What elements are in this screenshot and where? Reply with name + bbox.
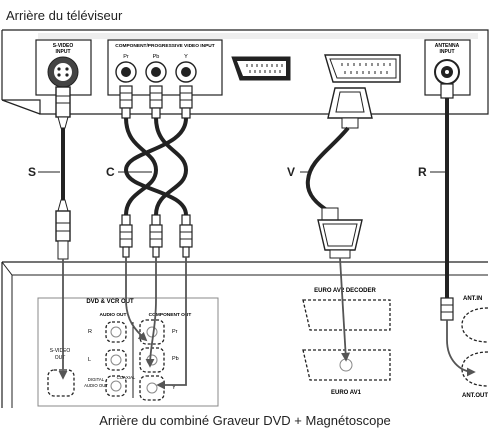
recorder-rear-panel (1, 261, 488, 408)
tv-svideo-label-1: S-VIDEO (53, 43, 74, 49)
coaxial-label: COAXIAL (117, 375, 136, 380)
svg-text:R: R (418, 165, 427, 179)
ant-in-jack[interactable]: ANT.IN (461, 296, 489, 343)
svideo-out-jack[interactable] (47, 369, 75, 397)
svg-text:V: V (287, 165, 295, 179)
tv-y-label: Y (184, 54, 188, 60)
digital-label-2: AUDIO OUT (84, 383, 108, 388)
cable-label-v: V (287, 165, 310, 179)
tv-component-label: COMPONENT/PROGRESSIVE VIDEO INPUT (115, 43, 214, 49)
recorder-l-label: L (88, 357, 91, 363)
tv-component-input-group: COMPONENT/PROGRESSIVE VIDEO INPUT Pr Pb … (107, 39, 223, 96)
component-out-label: COMPONENT OUT (149, 312, 192, 318)
recorder-pb-label: Pb (172, 356, 179, 362)
component-y-jack[interactable] (139, 375, 165, 401)
svg-text:S: S (28, 165, 36, 179)
cable-label-c: C (106, 165, 152, 179)
euro-av2-label: EURO AV2 DECODER (314, 288, 376, 294)
tv-pr-jack[interactable]: Pr (115, 54, 137, 83)
recorder-y-label: Y (172, 385, 176, 391)
tv-antenna-label-1: ANTENNA (435, 43, 460, 49)
antenna-cable (440, 83, 454, 321)
tv-rear-title: Arrière du téléviseur (6, 8, 123, 23)
recorder-rear-caption: Arrière du combiné Graveur DVD + Magnéto… (99, 413, 391, 428)
tv-pr-label: Pr (123, 54, 129, 60)
audio-r-jack[interactable] (105, 321, 127, 343)
component-cable (119, 85, 193, 258)
euro-av2-decoder-socket[interactable]: EURO AV2 DECODER (302, 288, 391, 331)
tv-pb-label: Pb (153, 54, 160, 60)
tv-y-jack[interactable]: Y (175, 54, 197, 83)
cable-label-r: R (418, 165, 445, 179)
component-connection-arrows (58, 257, 187, 390)
tv-scart-1[interactable] (231, 56, 291, 81)
ant-out-label: ANT.OUT (462, 393, 488, 399)
ant-out-jack[interactable]: ANT.OUT (461, 351, 488, 399)
coaxial-jack[interactable] (105, 375, 127, 397)
recorder-pr-label: Pr (172, 329, 178, 335)
tv-svideo-label-2: INPUT (56, 49, 71, 55)
dvd-vcr-out-header: DVD & VCR OUT (86, 299, 134, 305)
scart-cable (305, 87, 373, 259)
svg-text:C: C (106, 165, 115, 179)
recorder-r-label: R (88, 329, 92, 335)
euro-av1-socket[interactable]: EURO AV1 (302, 349, 391, 396)
ant-in-label: ANT.IN (463, 296, 482, 302)
svideo-out-label-2: OUT (55, 355, 66, 361)
audio-out-label: AUDIO OUT (100, 312, 127, 318)
cable-label-s: S (28, 165, 60, 179)
component-pr-jack[interactable] (139, 319, 165, 345)
tv-rear-panel (1, 29, 489, 115)
euro-av1-label: EURO AV1 (331, 390, 362, 396)
tv-pb-jack[interactable]: Pb (145, 54, 167, 83)
scart-connection-arrow (339, 257, 351, 362)
antenna-connection-arrow (446, 320, 476, 377)
digital-label-1: DIGITAL (88, 377, 105, 382)
audio-l-jack[interactable] (105, 349, 127, 371)
tv-scart-2[interactable] (324, 54, 401, 83)
component-pb-jack[interactable] (139, 347, 165, 373)
svideo-out-label-1: S-VIDEO (50, 348, 71, 354)
svideo-cable (55, 86, 71, 260)
tv-antenna-label-2: INPUT (440, 49, 455, 55)
